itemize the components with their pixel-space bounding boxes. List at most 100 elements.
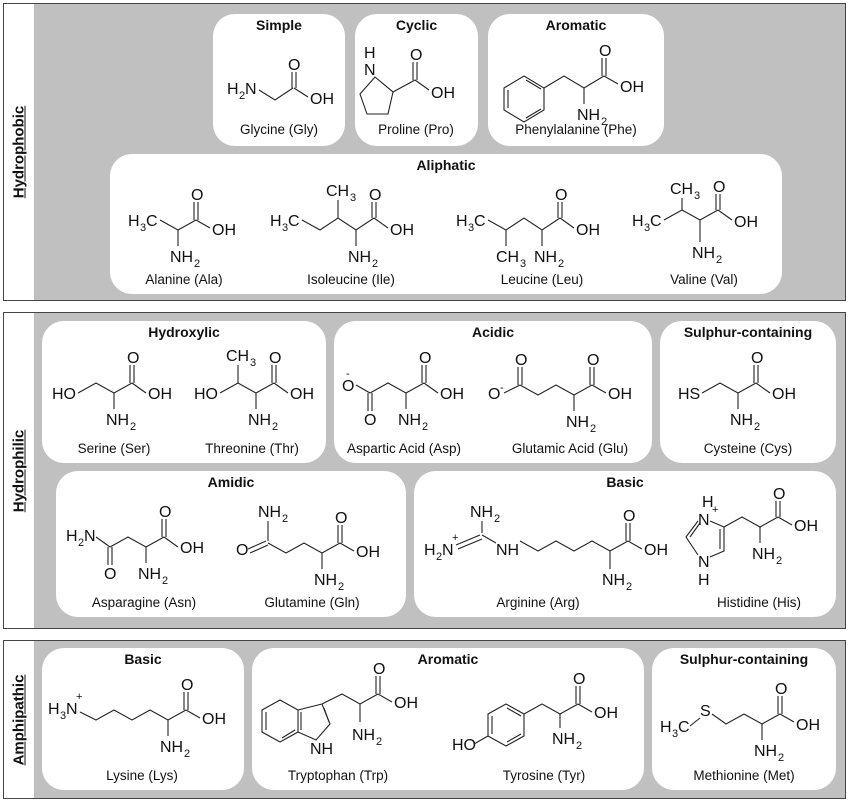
svg-text:O: O <box>181 677 193 694</box>
amino-acid-name: Valine (Val) <box>670 272 738 287</box>
svg-text:O: O <box>410 47 422 64</box>
svg-text:2: 2 <box>184 748 190 760</box>
svg-text:H: H <box>364 45 376 62</box>
svg-text:2: 2 <box>422 421 428 433</box>
svg-text:2: 2 <box>778 752 784 764</box>
svg-text:NH: NH <box>552 731 575 748</box>
category-title: Cyclic <box>395 17 438 33</box>
svg-text:O: O <box>342 378 354 395</box>
svg-text:O: O <box>555 187 567 204</box>
svg-text:2: 2 <box>754 421 760 433</box>
svg-text:O: O <box>488 386 500 403</box>
category-title: Hydroxylic <box>148 324 220 340</box>
svg-text:OH: OH <box>394 695 418 712</box>
svg-text:2: 2 <box>716 254 722 266</box>
amino-acid-name: Phenylalanine (Phe) <box>515 122 637 137</box>
svg-text:OH: OH <box>794 518 818 535</box>
svg-text:+: + <box>712 504 718 516</box>
svg-text:N: N <box>364 62 376 79</box>
svg-text:OH: OH <box>356 544 380 561</box>
amino-acid-name: Methionine (Met) <box>693 768 795 783</box>
svg-text:OH: OH <box>148 386 172 403</box>
svg-text:OH: OH <box>431 85 455 102</box>
svg-text:O: O <box>599 43 611 60</box>
group-label: Hydrophilic <box>10 429 28 512</box>
svg-text:O: O <box>288 57 300 74</box>
svg-text:NH: NH <box>170 249 193 266</box>
svg-text:H: H <box>48 701 60 718</box>
svg-text:OH: OH <box>644 542 668 559</box>
svg-text:O: O <box>335 510 347 527</box>
svg-text:CH: CH <box>496 249 519 266</box>
svg-text:N: N <box>698 554 710 571</box>
category-cyclic: Cyclic H N O OH Proline (Pro) <box>355 14 478 146</box>
svg-text:NH: NH <box>496 542 519 559</box>
svg-text:2: 2 <box>494 513 500 525</box>
svg-text:NH: NH <box>752 546 775 563</box>
svg-text:+: + <box>452 532 458 544</box>
svg-text:3: 3 <box>250 357 256 369</box>
svg-text:O: O <box>104 566 116 583</box>
amino-acid-name: Asparagine (Asn) <box>91 595 197 610</box>
svg-text:OH: OH <box>440 386 464 403</box>
svg-text:OH: OH <box>594 705 618 722</box>
svg-text:H: H <box>698 572 710 589</box>
svg-text:H: H <box>456 213 468 230</box>
svg-text:CH: CH <box>226 348 249 365</box>
svg-text:C: C <box>288 213 300 230</box>
svg-text:2: 2 <box>776 555 782 567</box>
svg-text:OH: OH <box>212 222 236 239</box>
amino-acid-name: Serine (Ser) <box>77 441 151 456</box>
svg-text:NH: NH <box>314 572 337 589</box>
svg-text:O: O <box>773 486 785 503</box>
svg-text:3: 3 <box>672 728 678 740</box>
amino-acid-name: Proline (Pro) <box>378 122 454 137</box>
amino-acid-name: Glutamine (Gln) <box>264 595 360 610</box>
svg-text:O: O <box>127 350 139 367</box>
svg-text:C: C <box>650 213 662 230</box>
svg-text:2: 2 <box>194 258 200 270</box>
svg-text:2: 2 <box>272 421 278 433</box>
svg-text:O: O <box>373 661 385 678</box>
svg-text:3: 3 <box>468 222 474 234</box>
svg-text:2: 2 <box>601 116 607 128</box>
svg-text:HS: HS <box>678 386 700 403</box>
svg-text:NH: NH <box>398 412 421 429</box>
svg-text:O: O <box>364 412 376 429</box>
svg-text:-: - <box>500 382 504 394</box>
svg-text:NH: NH <box>754 743 777 760</box>
svg-text:3: 3 <box>350 192 356 204</box>
svg-text:NH: NH <box>310 741 333 758</box>
svg-text:O: O <box>515 352 527 369</box>
svg-text:O: O <box>713 179 725 196</box>
svg-text:NH: NH <box>258 504 281 521</box>
svg-text:C: C <box>678 719 690 736</box>
svg-text:NH: NH <box>348 249 371 266</box>
svg-text:3: 3 <box>140 222 146 234</box>
amino-acid-name: Arginine (Arg) <box>496 595 580 610</box>
amino-acid-name: Cysteine (Cys) <box>703 441 793 456</box>
svg-text:2: 2 <box>78 537 84 549</box>
amino-acid-name: Lysine (Lys) <box>106 768 178 783</box>
svg-text:OH: OH <box>180 540 204 557</box>
amino-acid-name: Alanine (Ala) <box>145 272 223 287</box>
